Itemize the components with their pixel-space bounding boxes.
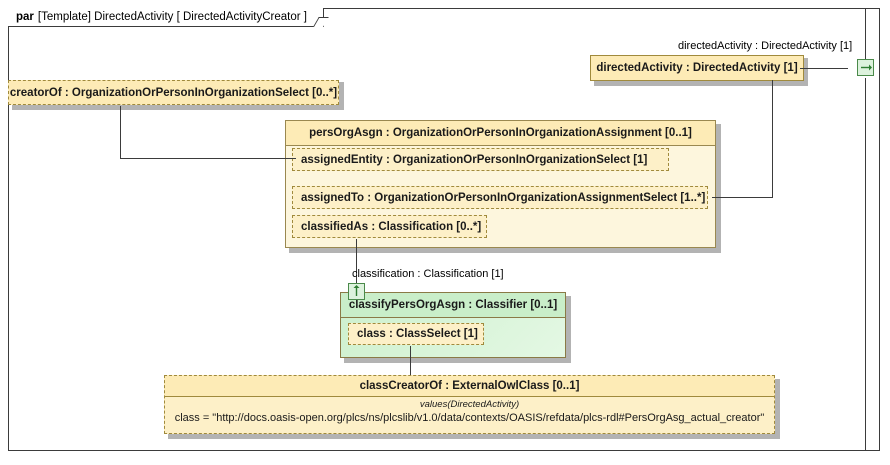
connector-class-to-classcreatorof [410,346,411,375]
part-creatorof[interactable]: creatorOf : OrganizationOrPersonInOrgani… [8,80,339,105]
part-directedactivity-label: directedActivity : DirectedActivity [1] [596,62,798,74]
frame-label: [Template] DirectedActivity [ DirectedAc… [37,11,307,23]
persorgasgn-shadow [289,248,721,253]
classifypersorgasgn-shadow-right [566,296,571,363]
port-rail-lower [865,78,866,450]
arrow-up-icon [353,285,360,296]
port-directedactivity[interactable] [857,59,874,76]
part-classcreatorof-title: classCreatorOf : ExternalOwlClass [0..1] [359,380,580,392]
part-assignedentity[interactable]: assignedEntity : OrganizationOrPersonInO… [292,148,669,171]
classcreatorof-values-compartment: values(DirectedActivity) class = "http:/… [165,396,774,433]
port-rail-upper [865,9,866,68]
classcreatorof-shadow [168,434,780,439]
part-classifiedas-label: classifiedAs : Classification [0..*] [301,220,482,233]
part-classifypersorgasgn-title: classifyPersOrgAsgn : Classifier [0..1] [341,293,565,318]
persorgasgn-shadow-right [716,124,721,253]
directedactivity-shadow-right [803,58,808,86]
part-persorgasgn-title: persOrgAsgn : OrganizationOrPersonInOrga… [286,121,715,146]
connector-creatorof-to-assignedentity [120,158,296,159]
part-assignedto[interactable]: assignedTo : OrganizationOrPersonInOrgan… [292,186,708,209]
part-assignedto-label: assignedTo : OrganizationOrPersonInOrgan… [301,191,706,204]
connector-creatorof-down [120,106,121,158]
connector-directedactivity-to-assignedto [712,197,773,198]
part-persorgasgn[interactable]: persOrgAsgn : OrganizationOrPersonInOrga… [285,120,716,248]
values-kind-label: values(DirectedActivity) [419,399,520,410]
part-directedactivity[interactable]: directedActivity : DirectedActivity [1] [590,55,804,81]
port-classification[interactable] [348,283,365,300]
connector-classifiedas-down [356,239,357,283]
directedactivity-shadow [594,81,808,86]
port-label-directedactivity: directedActivity : DirectedActivity [1] [678,40,853,52]
part-assignedentity-label: assignedEntity : OrganizationOrPersonInO… [301,153,648,166]
frame-header-tab: par [Template] DirectedActivity [ Direct… [8,8,329,27]
part-class[interactable]: class : ClassSelect [1] [348,323,484,345]
part-classifiedas[interactable]: classifiedAs : Classification [0..*] [292,215,487,238]
label-classification-link: classification : Classification [1] [352,268,504,280]
creatorof-shadow-right [339,82,344,110]
values-text: class = "http://docs.oasis-open.org/plcs… [174,412,765,424]
connector-directedactivity-to-port [800,68,848,69]
frame-keyword: par [16,11,34,23]
classifypersorgasgn-shadow [344,358,571,363]
part-creatorof-label: creatorOf : OrganizationOrPersonInOrgani… [9,86,338,99]
arrow-right-icon [861,64,872,71]
connector-directedactivity-down [772,80,773,197]
creatorof-shadow [12,105,344,110]
part-class-label: class : ClassSelect [1] [357,328,478,340]
classcreatorof-shadow-right [775,379,780,439]
